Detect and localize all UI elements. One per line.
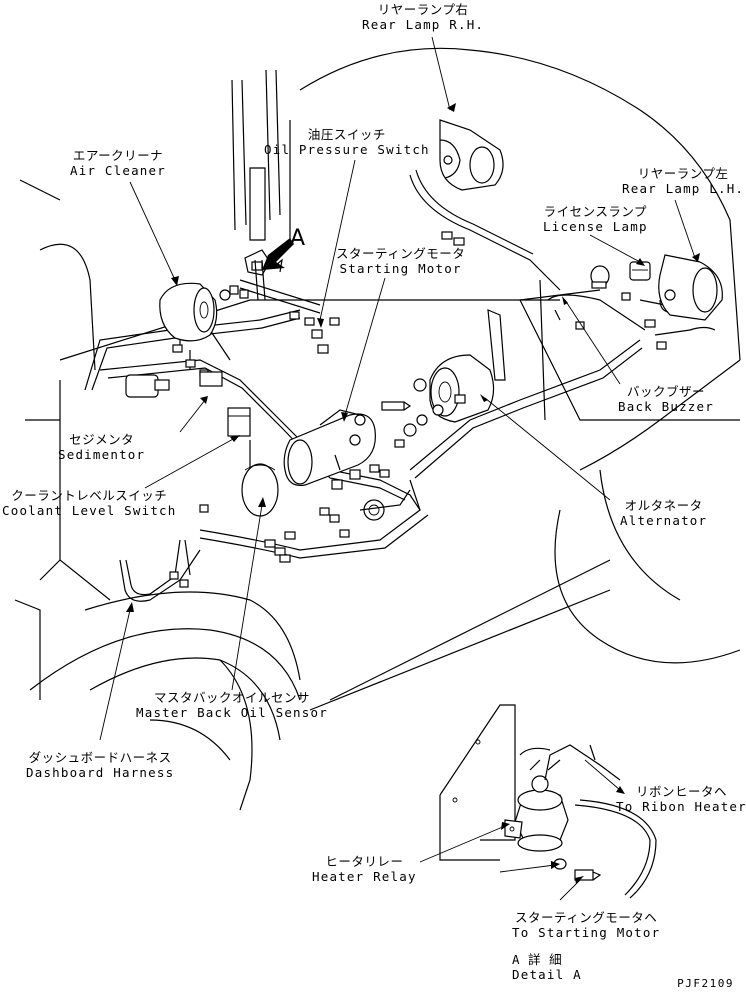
label-oil-pressure-switch: 油圧スイッチ Oil Pressure Switch [264, 127, 430, 157]
label-to-ribon-heater: リボンヒータヘ To Ribon Heater [616, 784, 746, 814]
master-back-oil-sensor-part [241, 463, 411, 521]
leader-lines [99, 36, 700, 901]
oil-pressure-switch-part [244, 249, 329, 354]
drawing-code: PJF2109 [677, 977, 734, 990]
starting-motor-part [283, 409, 376, 490]
label-starting-motor: スターティングモータ Starting Motor [336, 246, 466, 276]
view-marker-a: A [290, 226, 306, 251]
label-coolant-level-switch: クーラントレベルスイッチ Coolant Level Switch [2, 488, 177, 518]
label-alternator: オルタネータ Alternator [620, 498, 708, 528]
back-buzzer-part [487, 279, 546, 421]
label-license-lamp: ライセンスランプ License Lamp [543, 204, 648, 234]
frame-posts [231, 69, 291, 245]
label-air-cleaner: エアークリーナ Air Cleaner [70, 148, 166, 178]
label-sedimentor: セジメンタ Sedimentor [58, 432, 146, 462]
label-to-starting-motor: スターティングモータヘ To Starting Motor [512, 910, 661, 940]
label-rear-lamp-lh: リヤーランプ左 Rear Lamp L.H. [622, 166, 745, 196]
label-heater-relay: ヒータリレー Heater Relay [312, 854, 417, 884]
rear-lamp-lh-part [658, 254, 723, 321]
fasteners [349, 401, 428, 446]
label-master-back-oil-sensor: マスタバックオイルセンサ Master Back Oil Sensor [136, 690, 328, 720]
connectors [169, 231, 667, 588]
label-detail-a: A 詳 細 Detail A [512, 952, 582, 982]
label-rear-lamp-rh: リヤーランプ右 Rear Lamp R.H. [362, 2, 485, 32]
sedimentor-part [125, 371, 251, 437]
alternator-part [413, 354, 495, 423]
machine-body-outline [14, 47, 741, 811]
label-back-buzzer: バックブザー Back Buzzer [618, 384, 714, 414]
label-dashboard-harness: ダッシュボードハーネス Dashboard Harness [26, 750, 175, 780]
view-arrow-a [262, 238, 294, 273]
detail-a-view [439, 704, 657, 899]
rear-lamp-rh-part [439, 119, 504, 191]
air-cleaner-part [159, 282, 249, 342]
